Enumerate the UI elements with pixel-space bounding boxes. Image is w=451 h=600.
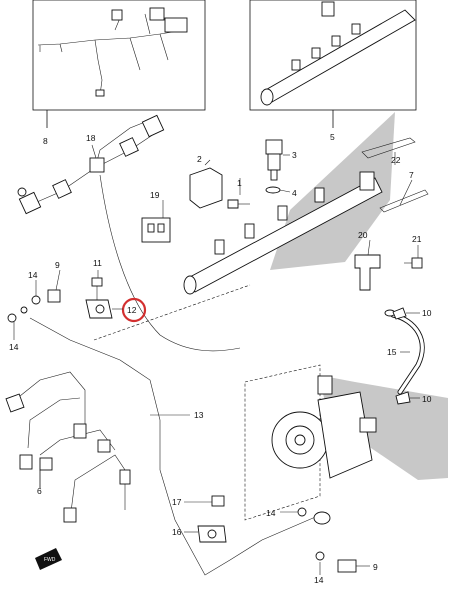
highlight-circle-12 xyxy=(121,297,147,323)
injector-pipes-6 xyxy=(5,371,131,523)
leader-lines xyxy=(13,144,420,575)
callout-2: 2 xyxy=(197,154,202,164)
bolt-11 xyxy=(91,277,103,300)
callout-8: 8 xyxy=(43,136,48,146)
callout-13: 13 xyxy=(194,410,204,420)
callout-10-bottom: 10 xyxy=(422,394,432,404)
callout-4: 4 xyxy=(292,188,297,198)
callout-14-bottom: 14 xyxy=(314,575,324,585)
nut-17 xyxy=(211,495,225,507)
callout-9-top: 9 xyxy=(55,260,60,270)
leak-off-pipe-13 xyxy=(29,284,321,576)
supply-pump xyxy=(271,375,377,479)
inset-box-harness xyxy=(32,0,206,128)
callout-22: 22 xyxy=(391,155,401,165)
clip-10-top xyxy=(392,307,407,320)
callout-5: 5 xyxy=(330,132,335,142)
clamp-19 xyxy=(141,217,171,243)
callout-20: 20 xyxy=(358,230,368,240)
callout-3: 3 xyxy=(292,150,297,160)
callout-19: 19 xyxy=(150,190,160,200)
callout-7: 7 xyxy=(409,170,414,180)
clip-7 xyxy=(379,189,429,213)
front-marker: FWD xyxy=(35,548,62,570)
callout-9-bottom: 9 xyxy=(373,562,378,572)
fuel-rail xyxy=(183,171,383,295)
callout-18: 18 xyxy=(86,133,96,143)
pump-dashed-box xyxy=(244,364,321,521)
callout-14-top: 14 xyxy=(28,270,38,280)
washer-bolt-left xyxy=(7,289,61,323)
clamp-16 xyxy=(197,525,227,543)
fitting-20 xyxy=(354,254,381,291)
bolt-1 xyxy=(227,199,250,209)
callout-10-top: 10 xyxy=(422,308,432,318)
clip-22 xyxy=(361,137,416,159)
callout-17: 17 xyxy=(172,497,182,507)
front-marker-text: FWD xyxy=(44,557,56,563)
callout-15: 15 xyxy=(387,347,397,357)
callout-1: 1 xyxy=(237,178,242,188)
callout-labels: 1 2 3 4 5 6 7 8 9 9 10 10 11 12 13 14 14… xyxy=(9,132,432,585)
clip-10-bottom xyxy=(395,391,411,405)
clamp-12 xyxy=(85,299,113,319)
callout-21: 21 xyxy=(412,234,422,244)
sensor-3 xyxy=(265,139,283,194)
bracket-2 xyxy=(189,167,223,209)
inset-box-rail xyxy=(249,0,417,128)
bolt-21 xyxy=(404,257,423,269)
injector-harness-18 xyxy=(17,114,241,352)
callout-14-left: 14 xyxy=(9,342,19,352)
callout-11: 11 xyxy=(93,258,102,268)
callout-6: 6 xyxy=(37,486,42,496)
callout-16: 16 xyxy=(172,527,182,537)
fitting-bottom-right xyxy=(297,507,357,573)
callout-14-mid: 14 xyxy=(266,508,276,518)
callout-12: 12 xyxy=(127,305,137,315)
